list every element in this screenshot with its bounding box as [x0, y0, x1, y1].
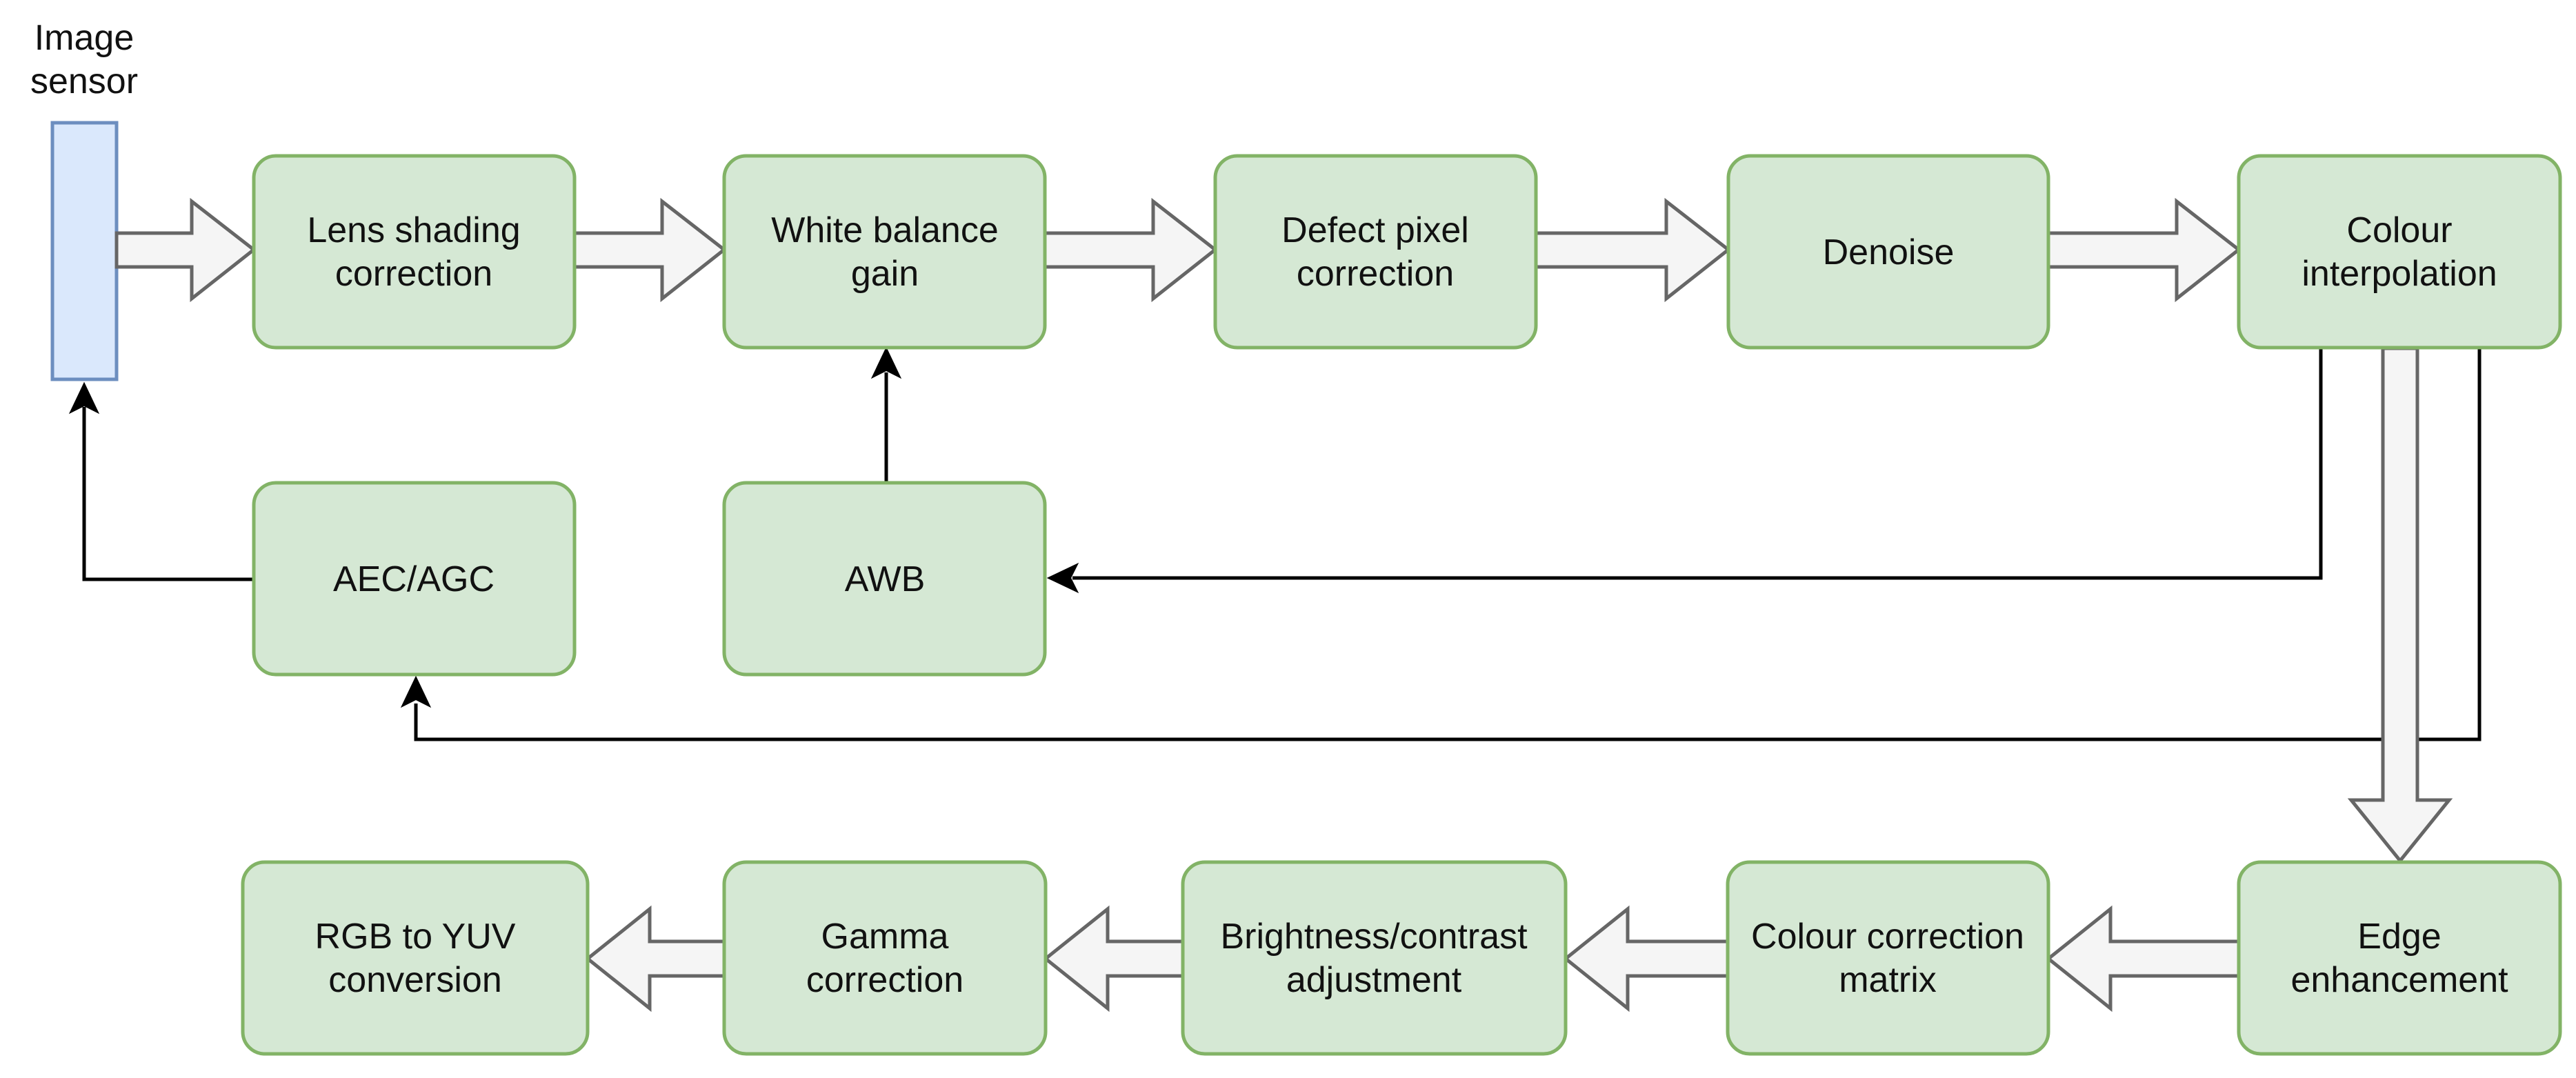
- box-label-line-2: interpolation: [2302, 254, 2497, 294]
- box-label-line-2: correction: [335, 254, 492, 294]
- box-edge-enhancement: Edge enhancement: [2237, 860, 2562, 1056]
- sensor-label-line-2: sensor: [30, 61, 138, 101]
- box-label-line-2: correction: [806, 960, 963, 1000]
- block-arrow-bc-to-gamma: [1042, 905, 1185, 1012]
- box-colour-interpolation: Colour interpolation: [2237, 154, 2562, 350]
- feedback-arrowhead-sensor: [68, 381, 100, 415]
- feedback-line-interp-to-awb: [1072, 348, 2323, 580]
- feedback-arrowhead-aec: [400, 675, 432, 708]
- box-gamma-correction: Gamma correction: [722, 860, 1048, 1056]
- box-denoise: Denoise: [1726, 154, 2050, 350]
- box-lens-shading-correction: Lens shading correction: [252, 154, 577, 350]
- box-label-line-1: Gamma: [821, 917, 949, 957]
- box-label-line-2: correction: [1297, 254, 1454, 294]
- box-awb: AWB: [722, 481, 1047, 677]
- feedback-line-interp-to-aec: [414, 348, 2482, 741]
- box-rgb-to-yuv-conversion: RGB to YUV conversion: [241, 860, 590, 1056]
- box-label-line-1: Colour correction: [1751, 917, 2024, 957]
- box-label-line-1: AEC/AGC: [333, 559, 495, 599]
- sensor-label-line-1: Image: [34, 18, 134, 58]
- box-label-line-2: adjustment: [1286, 960, 1462, 1000]
- block-arrow-ccm-to-bc: [1562, 905, 1730, 1012]
- box-defect-pixel-correction: Defect pixel correction: [1213, 154, 1538, 350]
- box-label-line-2: matrix: [1839, 960, 1937, 1000]
- box-label-line-1: White balance: [771, 210, 999, 250]
- box-label-line-1: AWB: [845, 559, 926, 599]
- box-label-line-1: Colour: [2346, 210, 2452, 250]
- image-sensor: [50, 121, 119, 381]
- feedback-line-aec-to-sensor: [82, 407, 255, 581]
- box-brightness-contrast-adjustment: Brightness/contrast adjustment: [1181, 860, 1568, 1056]
- box-colour-correction-matrix: Colour correction matrix: [1726, 860, 2050, 1056]
- box-label-line-1: Defect pixel: [1281, 210, 1469, 250]
- block-arrow-denoise-to-interp: [2046, 197, 2242, 303]
- box-white-balance-gain: White balance gain: [722, 154, 1047, 350]
- block-arrow-interp-to-edge: [2347, 346, 2453, 864]
- box-label-line-2: conversion: [328, 960, 501, 1000]
- box-label-line-1: Brightness/contrast: [1220, 917, 1528, 957]
- feedback-arrowhead-awb: [1046, 562, 1079, 594]
- block-arrow-wbgain-to-defect: [1043, 197, 1219, 303]
- box-label-line-1: Edge: [2357, 917, 2441, 957]
- block-arrow-sensor-to-lens: [114, 197, 257, 303]
- box-label-line-1: Denoise: [1823, 232, 1955, 272]
- feedback-arrowhead-wbgain: [870, 346, 902, 379]
- box-aec-agc: AEC/AGC: [252, 481, 577, 677]
- box-label-line-1: RGB to YUV: [315, 917, 516, 957]
- box-label-line-1: Lens shading: [307, 210, 520, 250]
- box-label-line-2: enhancement: [2290, 960, 2508, 1000]
- block-arrow-gamma-to-rgbyuv: [584, 905, 726, 1012]
- block-arrow-lens-to-wbgain: [572, 197, 728, 303]
- box-label-line-2: gain: [851, 254, 919, 294]
- block-arrow-edge-to-ccm: [2045, 905, 2241, 1012]
- block-arrow-defect-to-denoise: [1534, 197, 1732, 303]
